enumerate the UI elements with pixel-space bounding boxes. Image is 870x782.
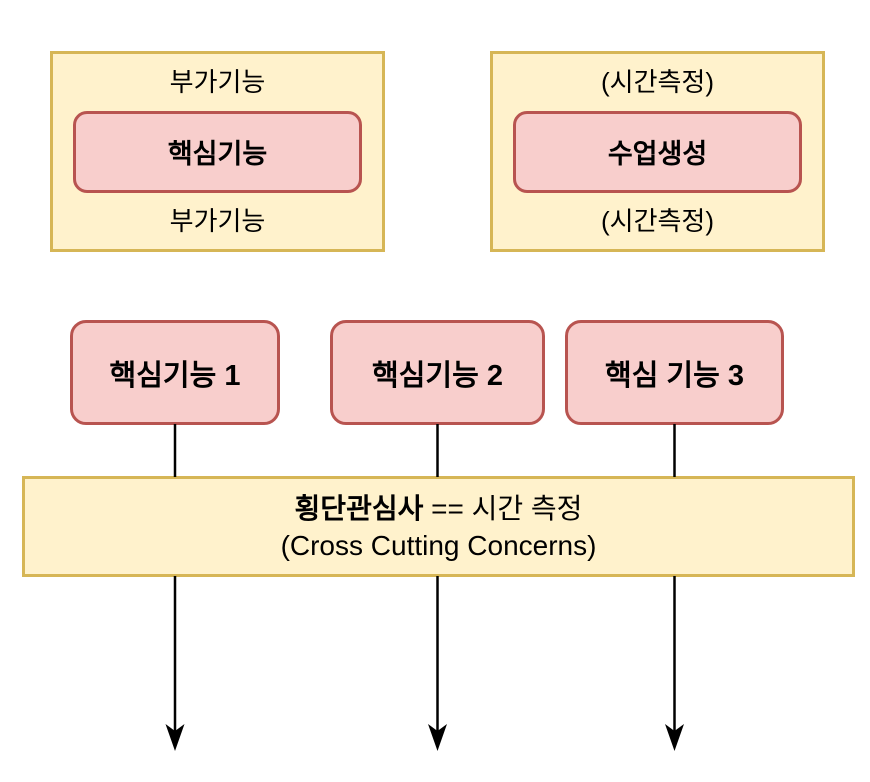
- time-measure-label-top: (시간측정): [601, 67, 714, 98]
- core-function-node: 핵심기능: [73, 110, 362, 193]
- core-function-label: 핵심기능: [167, 139, 268, 169]
- core-function-1-node: 핵심기능 1: [70, 320, 280, 425]
- aspect-panel-right: (시간측정) 수업생성 (시간측정): [490, 51, 825, 252]
- class-creation-node: 수업생성: [513, 110, 802, 193]
- time-measure-label-bottom: (시간측정): [601, 205, 714, 236]
- core-function-2-node: 핵심기능 2: [330, 320, 545, 425]
- core-function-2-label: 핵심기능 2: [372, 359, 503, 392]
- cross-cutting-title-rest: == 시간 측정: [423, 492, 583, 524]
- aspect-panel-left: 부가기능 핵심기능 부가기능: [50, 51, 385, 252]
- class-creation-label: 수업생성: [607, 139, 708, 169]
- core-function-3-node: 핵심 기능 3: [565, 320, 784, 425]
- cross-cutting-title: 횡단관심사 == 시간 측정: [295, 490, 583, 527]
- cross-cutting-title-bold: 횡단관심사: [294, 492, 424, 524]
- arrowhead-down-icon: [428, 724, 447, 751]
- additional-function-label-bottom: 부가기능: [169, 205, 266, 236]
- cross-cutting-concerns-bar: 횡단관심사 == 시간 측정 (Cross Cutting Concerns): [22, 476, 855, 577]
- cross-cutting-subtitle: (Cross Cutting Concerns): [280, 529, 597, 561]
- arrowhead-down-icon: [665, 724, 684, 751]
- core-function-1-label: 핵심기능 1: [109, 359, 241, 392]
- arrowhead-down-icon: [165, 724, 185, 751]
- core-function-3-label: 핵심 기능 3: [605, 359, 744, 392]
- additional-function-label-top: 부가기능: [169, 67, 266, 98]
